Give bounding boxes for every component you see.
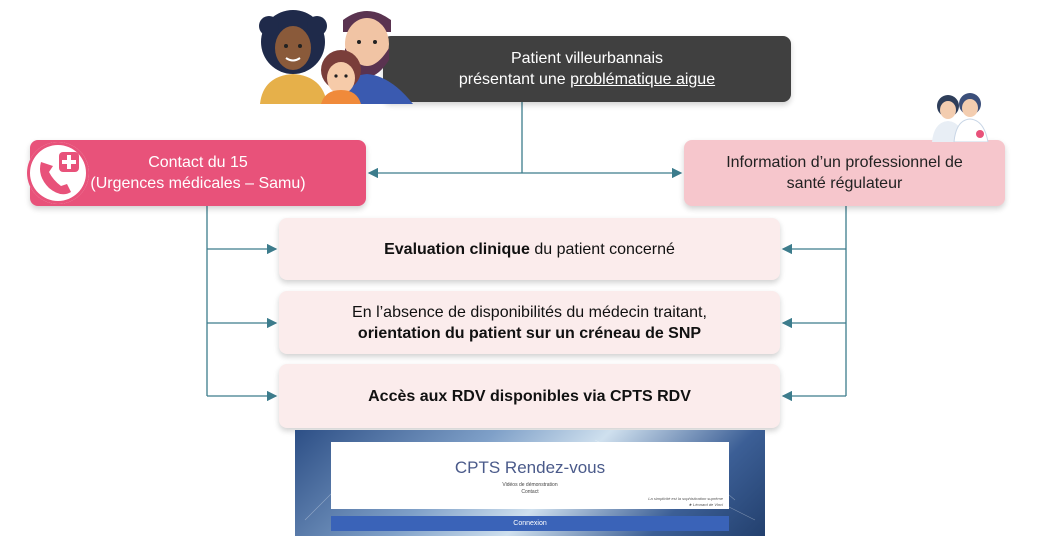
step-clinical-evaluation: Evaluation clinique du patient concerné bbox=[279, 218, 780, 280]
step-2-line1: En l’absence de disponibilités du médeci… bbox=[352, 303, 707, 321]
cpts-contact-link[interactable]: Contact bbox=[521, 489, 539, 495]
samu-line1: Contact du 15 bbox=[148, 154, 248, 171]
regulator-line2: santé régulateur bbox=[786, 175, 903, 192]
samu-line2: (Urgences médicales – Samu) bbox=[90, 175, 306, 192]
step-3-bold: Accès aux RDV disponibles via CPTS RDV bbox=[368, 387, 691, 405]
patient-line2: présentant une problématique aigue bbox=[459, 69, 715, 90]
patient-line2-underlined: problématique aigue bbox=[570, 71, 716, 88]
family-icon bbox=[259, 10, 413, 104]
cpts-screenshot: CPTS Rendez-vous Vidéos de démonstration… bbox=[295, 430, 765, 536]
cpts-login-card: CPTS Rendez-vous Vidéos de démonstration… bbox=[331, 442, 729, 509]
emergency-phone-icon bbox=[27, 142, 89, 204]
cpts-quote: La simplicité est la sophistication supr… bbox=[648, 496, 723, 501]
step-2-bold: orientation du patient sur un créneau de… bbox=[357, 324, 702, 342]
patient-line2-prefix: présentant une bbox=[458, 71, 571, 88]
regulator-box: Information d’un professionnel de santé … bbox=[684, 140, 1005, 206]
step-cpts-access: Accès aux RDV disponibles via CPTS RDV bbox=[279, 364, 780, 428]
step-1-bold: Evaluation clinique bbox=[384, 240, 530, 258]
patient-box: Patient villeurbannais présentant une pr… bbox=[383, 36, 791, 102]
step-snp-orientation: En l’absence de disponibilités du médeci… bbox=[279, 291, 780, 354]
cpts-title: CPTS Rendez-vous bbox=[454, 458, 606, 477]
step-1-text: Evaluation clinique du patient concerné bbox=[384, 239, 675, 260]
doctors-icon bbox=[932, 93, 989, 142]
cpts-quote-author: ★ Léonard de Vinci bbox=[688, 502, 723, 507]
cpts-demo-videos-link[interactable]: Vidéos de démonstration bbox=[502, 482, 558, 488]
patient-line1: Patient villeurbannais bbox=[510, 50, 664, 67]
step-1-rest: du patient concerné bbox=[529, 240, 675, 258]
cpts-login-button[interactable]: Connexion bbox=[331, 516, 729, 531]
regulator-line1: Information d’un professionnel de bbox=[726, 154, 963, 171]
